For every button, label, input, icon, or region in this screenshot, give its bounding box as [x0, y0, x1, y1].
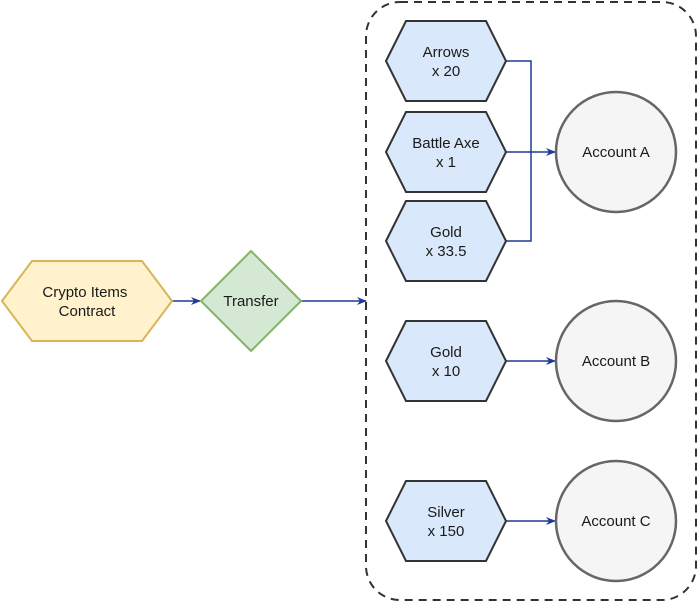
item-node-gold-4[interactable]: Gold x 10	[384, 320, 508, 402]
item-node-arrows-1[interactable]: Arrows x 20	[384, 20, 508, 102]
transfer-label: Transfer	[223, 293, 278, 310]
item-quantity-label: x 33.5	[426, 243, 467, 260]
item-hexagon-shape	[384, 111, 508, 193]
contract-hexagon-shape	[0, 260, 174, 342]
item-quantity-label: x 20	[432, 63, 460, 80]
account-circle-shape	[554, 299, 678, 423]
items-group-container	[365, 1, 697, 601]
item-node-silver-5[interactable]: Silver x 150	[384, 480, 508, 562]
contract-label-line1: Crypto Items	[42, 284, 127, 301]
edges-layer	[172, 60, 556, 525]
item-name-label: Arrows	[423, 44, 470, 61]
account-node-account-b[interactable]: Account B	[554, 299, 678, 423]
item-hexagon-shape	[384, 200, 508, 282]
item-name-label: Silver	[427, 504, 465, 521]
account-circle-shape	[554, 90, 678, 214]
item-hexagon-shape	[384, 320, 508, 402]
account-label: Account A	[582, 144, 650, 161]
edge-arrows-to-account-a	[506, 60, 532, 152]
item-quantity-label: x 10	[432, 363, 460, 380]
account-label: Account C	[581, 513, 650, 530]
item-name-label: Gold	[430, 224, 462, 241]
item-name-label: Battle Axe	[412, 135, 480, 152]
account-nodes: Account A Account B Account C	[554, 90, 678, 583]
contract-label-line2: Contract	[59, 303, 117, 320]
account-circle-shape	[554, 459, 678, 583]
item-node-gold-3[interactable]: Gold x 33.5	[384, 200, 508, 282]
item-node-battle-axe-2[interactable]: Battle Axe x 1	[384, 111, 508, 193]
item-hexagon-shape	[384, 20, 508, 102]
transfer-diamond-shape	[199, 249, 303, 353]
svg-text:Crypto Items Contract: Crypto Items Contract	[42, 284, 131, 320]
item-quantity-label: x 1	[436, 154, 456, 171]
item-hexagon-shape	[384, 480, 508, 562]
item-name-label: Gold	[430, 344, 462, 361]
account-label: Account B	[582, 353, 650, 370]
transfer-node[interactable]: Transfer	[199, 249, 303, 353]
account-node-account-a[interactable]: Account A	[554, 90, 678, 214]
account-node-account-c[interactable]: Account C	[554, 459, 678, 583]
item-quantity-label: x 150	[428, 523, 465, 540]
edge-gold-33-to-account-a	[506, 152, 532, 242]
crypto-items-contract-node[interactable]: Crypto Items Contract	[0, 260, 174, 342]
